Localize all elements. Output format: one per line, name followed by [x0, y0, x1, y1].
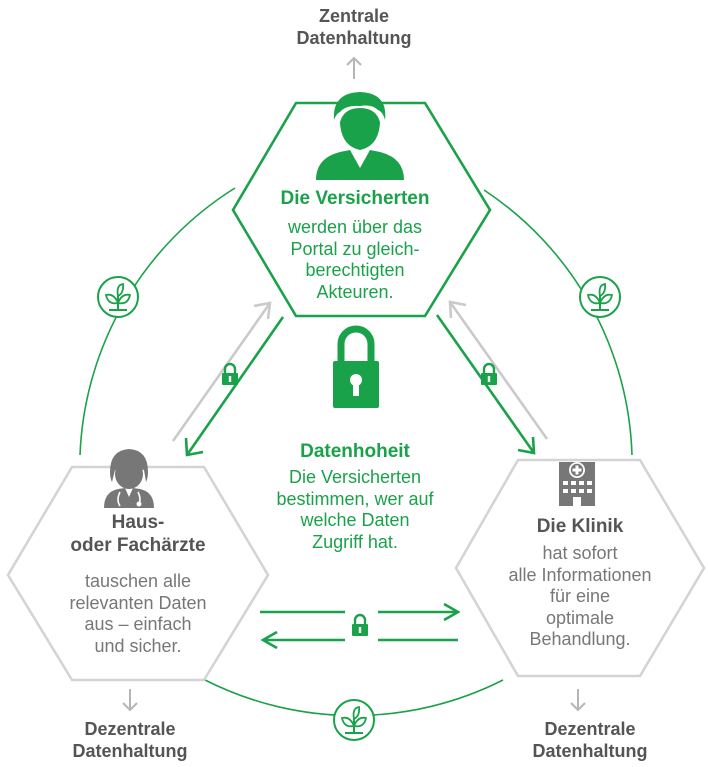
clinic-body-line: für eine — [549, 586, 611, 607]
left-exchange-arrows — [171, 301, 285, 457]
padlock-icon — [352, 613, 368, 636]
doctors-title-line: Haus- — [111, 512, 165, 533]
central-storage-line1: Zentrale — [318, 6, 390, 26]
padlock-icon — [481, 362, 497, 385]
data-sovereignty-body-line: Die Versicherten — [288, 467, 422, 487]
clinic-hexagon — [454, 458, 706, 678]
decentral-right-line1: Dezentrale — [544, 719, 636, 739]
data-sovereignty-body-line: welche Daten — [300, 510, 410, 531]
insured-body-line: Portal zu gleich- — [290, 238, 420, 259]
doctors-body-line: und sicher. — [94, 635, 182, 656]
insured-body-line: berechtigten — [305, 260, 405, 281]
decentral-right-line2: Datenhaltung — [532, 740, 648, 761]
clinic-description: hat sofort alle Informationen für eine o… — [480, 543, 680, 651]
arrow-down-icon — [570, 689, 586, 712]
doctors-hexagon — [6, 465, 270, 682]
clinic-body-line: optimale — [545, 607, 615, 628]
doctor-icon — [104, 449, 154, 508]
clinic-body-line: hat sofort — [542, 543, 618, 563]
decentral-storage-right-label: Dezentrale Datenhaltung — [490, 719, 690, 762]
bottom-exchange-arrows — [260, 602, 461, 650]
padlock-icon — [333, 325, 379, 408]
plant-icon — [333, 699, 375, 741]
central-storage-label: Zentrale Datenhaltung — [254, 6, 454, 49]
circle-arc-left — [79, 187, 236, 456]
data-sovereignty-description: Die Versicherten bestimmen, wer auf welc… — [255, 467, 455, 553]
insured-body-line: werden über das — [287, 217, 423, 237]
insured-hexagon — [231, 101, 492, 318]
decentral-left-line1: Dezentrale — [84, 719, 176, 739]
doctors-body-line: relevanten Daten — [69, 592, 207, 613]
insured-body-line: Akteuren. — [316, 281, 394, 302]
doctors-title-line: oder Fachärzte — [70, 534, 206, 556]
doctors-title: Haus- oder Fachärzte — [38, 512, 238, 558]
insured-title: Die Versicherten — [280, 188, 430, 209]
central-storage-line2: Datenhaltung — [296, 27, 412, 48]
plant-icon — [97, 276, 139, 318]
padlock-icon — [222, 362, 238, 385]
doctors-body-line: aus – einfach — [84, 614, 192, 635]
person-icon — [316, 92, 404, 180]
clinic-body-line: Behandlung. — [529, 629, 631, 650]
insured-description: werden über das Portal zu gleich- berech… — [255, 217, 455, 303]
clinic-title: Die Klinik — [536, 516, 624, 537]
plant-icon — [579, 276, 621, 318]
data-sovereignty-body-line: Zugriff hat. — [312, 531, 398, 552]
arrow-up-icon — [346, 56, 362, 79]
doctors-description: tauschen alle relevanten Daten aus – ein… — [38, 571, 238, 657]
decentral-left-line2: Datenhaltung — [72, 740, 188, 761]
data-sovereignty-title: Datenhoheit — [300, 441, 410, 462]
data-sovereignty-body-line: bestimmen, wer auf — [276, 488, 434, 509]
hospital-icon — [559, 462, 595, 506]
arrow-down-icon — [122, 689, 138, 712]
clinic-body-line: alle Informationen — [508, 564, 652, 585]
doctors-body-line: tauschen alle — [84, 571, 192, 591]
decentral-storage-left-label: Dezentrale Datenhaltung — [30, 719, 230, 762]
